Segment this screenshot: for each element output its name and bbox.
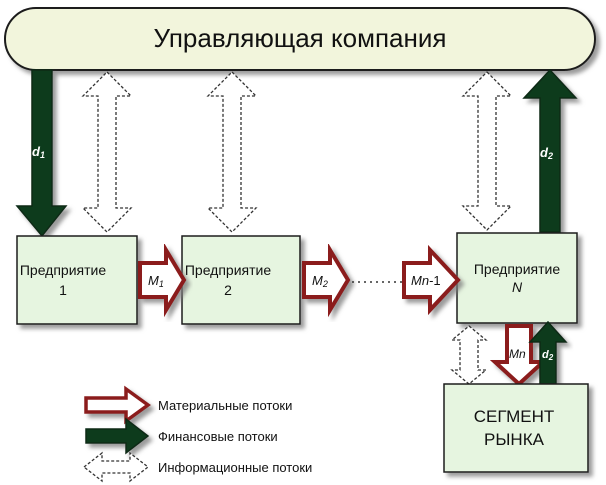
material-arrow-m2 bbox=[302, 242, 351, 318]
enterprise-2-label: Предприятие bbox=[185, 262, 271, 278]
material-arrow-m1 bbox=[138, 242, 187, 318]
m1-label: M1 bbox=[148, 273, 164, 289]
info-arrow-2 bbox=[206, 71, 258, 233]
info-arrow-n bbox=[461, 71, 513, 231]
market-segment-line1: СЕГМЕНТ bbox=[474, 407, 555, 426]
mn-label: Mn bbox=[509, 347, 526, 361]
d2-label-bottom: d2 bbox=[542, 349, 554, 362]
enterprise-1-label: Предприятие bbox=[20, 262, 106, 278]
enterprise-1-number: 1 bbox=[59, 282, 67, 298]
info-arrow-market bbox=[450, 325, 488, 385]
legend-financial-label: Финансовые потоки bbox=[158, 429, 278, 444]
info-arrow-1 bbox=[81, 71, 133, 233]
market-segment-box: СЕГМЕНТ РЫНКА bbox=[443, 383, 589, 473]
m2-label: M2 bbox=[312, 273, 328, 289]
legend-information-arrow bbox=[82, 451, 150, 483]
d2-label-top: d2 bbox=[540, 145, 553, 161]
enterprise-n-letter: N bbox=[512, 279, 523, 295]
enterprise-n-box: Предприятие N bbox=[456, 232, 578, 324]
management-company-box: Управляющая компания bbox=[4, 7, 596, 71]
material-arrow-mn-1 bbox=[402, 244, 461, 316]
financial-arrow-d1 bbox=[15, 69, 68, 238]
enterprise-2-number: 2 bbox=[224, 282, 232, 298]
enterprise-n-label: Предприятие bbox=[474, 261, 560, 277]
financial-arrow-d2-market bbox=[528, 320, 568, 385]
legend-material-label: Материальные потоки bbox=[158, 398, 292, 413]
mn-1-label: Mn-1 bbox=[411, 273, 441, 288]
legend-financial-arrow bbox=[85, 417, 150, 455]
market-segment-line2: РЫНКА bbox=[484, 430, 545, 449]
enterprise-2-box: Предприятие 2 bbox=[181, 235, 301, 325]
legend: Материальные потоки Финансовые потоки Ин… bbox=[82, 385, 312, 483]
financial-arrow-d2-up bbox=[522, 68, 578, 233]
d1-label: d1 bbox=[32, 144, 45, 160]
management-company-title: Управляющая компания bbox=[154, 23, 447, 53]
enterprise-1-box: Предприятие 1 bbox=[16, 235, 138, 325]
legend-material-arrow bbox=[84, 385, 151, 425]
legend-information-label: Информационные потоки bbox=[158, 460, 312, 475]
